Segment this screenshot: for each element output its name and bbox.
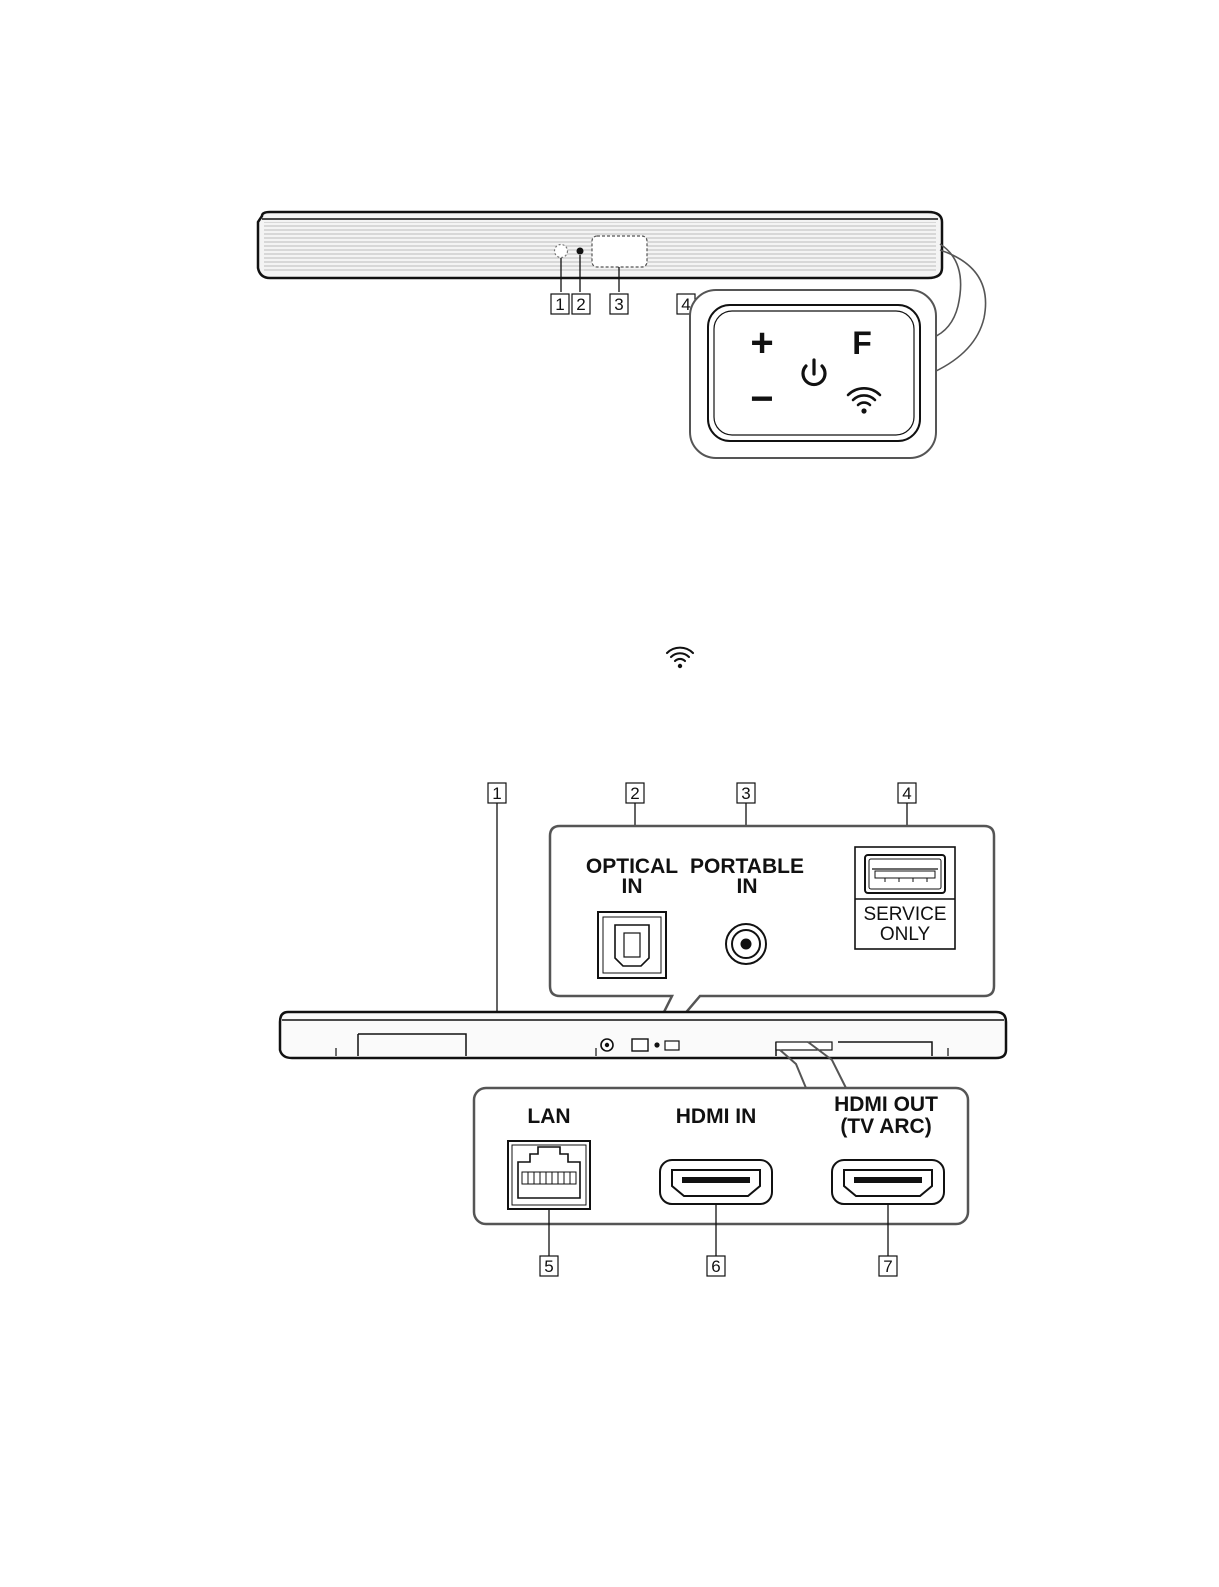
front-view: 1 2 3 4 + F − — [258, 212, 986, 458]
remote-sensor — [555, 245, 568, 258]
control-panel-zoom: + F − — [690, 290, 936, 458]
rear-view: 1 2 3 4 OPTICAL IN PORTABLE IN — [280, 783, 1006, 1276]
rear-lower-panel: LAN HDMI IN HDMI OUT (TV ARC) — [474, 1088, 968, 1224]
portable-in-jack[interactable] — [726, 924, 766, 964]
standby-led — [577, 248, 584, 255]
svg-text:5: 5 — [544, 1257, 553, 1276]
front-callout-1: 1 — [551, 294, 569, 314]
hdmi-out-port[interactable] — [832, 1160, 944, 1204]
rear-callout-3: 3 — [737, 783, 755, 803]
service-only-label-2: ONLY — [880, 924, 931, 945]
soundbar-front — [258, 212, 942, 292]
svg-text:2: 2 — [630, 784, 639, 803]
rear-upper-panel: OPTICAL IN PORTABLE IN — [550, 826, 994, 1036]
hdmi-in-label: HDMI IN — [676, 1105, 757, 1128]
rear-callout-4: 4 — [898, 783, 916, 803]
svg-text:1: 1 — [492, 784, 501, 803]
rear-callout-2: 2 — [626, 783, 644, 803]
volume-down-button[interactable]: − — [750, 377, 773, 421]
svg-text:4: 4 — [681, 295, 690, 314]
rear-callout-1: 1 — [488, 783, 506, 803]
volume-up-button[interactable]: + — [750, 321, 773, 365]
hdmi-in-port[interactable] — [660, 1160, 772, 1204]
function-button[interactable]: F — [852, 325, 872, 361]
optical-in-label-2: IN — [622, 875, 643, 898]
front-callout-2: 2 — [572, 294, 590, 314]
wifi-icon — [667, 648, 693, 669]
rear-callout-6: 6 — [707, 1256, 725, 1276]
lan-port[interactable] — [508, 1141, 590, 1209]
optical-port[interactable] — [598, 912, 666, 978]
rear-callout-5: 5 — [540, 1256, 558, 1276]
svg-text:3: 3 — [614, 295, 623, 314]
service-only-label: SERVICE — [863, 904, 946, 925]
svg-text:2: 2 — [576, 295, 585, 314]
portable-in-label-2: IN — [737, 875, 758, 898]
lan-label: LAN — [527, 1105, 570, 1128]
svg-text:3: 3 — [741, 784, 750, 803]
hdmi-out-label: HDMI OUT — [834, 1093, 938, 1116]
svg-text:6: 6 — [711, 1257, 720, 1276]
svg-text:7: 7 — [883, 1257, 892, 1276]
svg-text:1: 1 — [555, 295, 564, 314]
svg-text:4: 4 — [902, 784, 911, 803]
soundbar-rear — [280, 1012, 1006, 1058]
rear-callout-7: 7 — [879, 1256, 897, 1276]
front-callout-3: 3 — [610, 294, 628, 314]
display-window — [592, 236, 647, 267]
hdmi-out-label-2: (TV ARC) — [840, 1115, 931, 1138]
